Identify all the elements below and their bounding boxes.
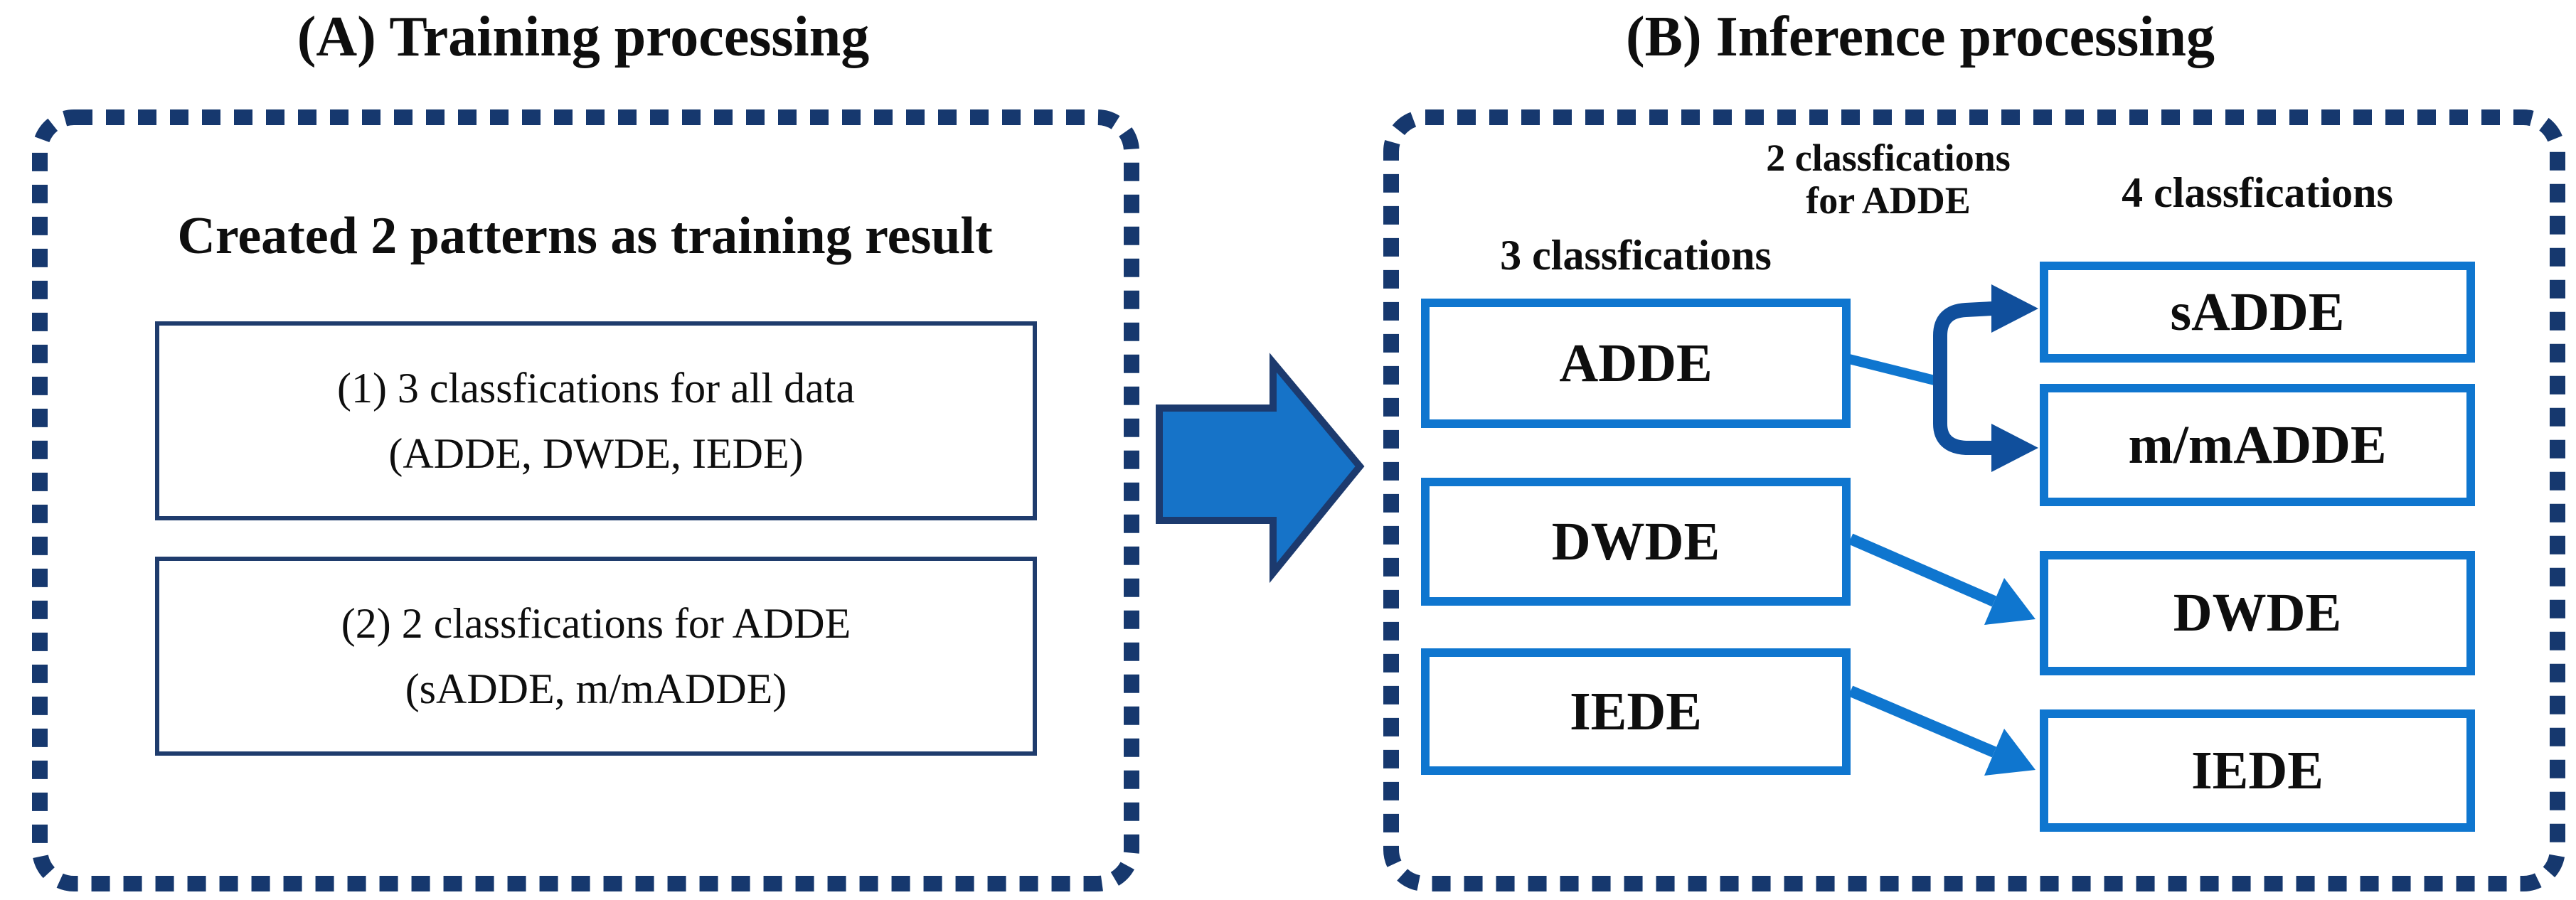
pattern-2-line-1: (2) 2 classfications for ADDE xyxy=(341,600,851,647)
target-box-dwde: DWDE xyxy=(2040,551,2475,675)
source-box-iede: IEDE xyxy=(1421,648,1851,775)
two-classifications-label: 2 classfications for ADDE xyxy=(1668,136,2109,223)
source-box-adde: ADDE xyxy=(1421,299,1851,428)
source-box-dwde-label: DWDE xyxy=(1551,511,1720,572)
target-box-dwde-label: DWDE xyxy=(2173,583,2342,643)
iede-arrowhead-icon xyxy=(1984,729,2035,776)
inference-panel-title: (B) Inference processing xyxy=(1625,6,2215,68)
two-classifications-line-2: for ADDE xyxy=(1806,179,1971,223)
target-box-sadde-label: sADDE xyxy=(2170,282,2345,342)
adde-to-mmadde-arrowhead-icon xyxy=(1991,424,2038,472)
pattern-1-line-1: (1) 3 classfications for all data xyxy=(336,365,856,412)
training-panel-title: (A) Training processing xyxy=(297,6,870,68)
three-classifications-label: 3 classfications xyxy=(1500,232,1772,279)
right-block-arrow-icon xyxy=(1156,353,1365,584)
patterns-heading: Created 2 patterns as training result xyxy=(177,207,993,265)
pattern-box-2: (2) 2 classfications for ADDE (sADDE, m/… xyxy=(155,557,1037,756)
adde-to-mmadde-branch xyxy=(1933,375,1993,455)
adde-connector-line xyxy=(1848,354,1944,387)
pattern-1-line-2: (ADDE, DWDE, IEDE) xyxy=(388,430,804,477)
pattern-2-line-2: (sADDE, m/mADDE) xyxy=(405,665,787,712)
target-box-sadde: sADDE xyxy=(2040,262,2475,363)
dwde-arrow-line xyxy=(1848,533,1997,607)
target-box-mmadde-label: m/mADDE xyxy=(2128,414,2387,475)
inference-panel-dashed-border xyxy=(1383,109,2565,891)
target-box-iede-label: IEDE xyxy=(2191,740,2324,800)
dwde-arrowhead-icon xyxy=(1984,578,2035,625)
target-box-iede: IEDE xyxy=(2040,709,2475,832)
adde-to-sadde-arrowhead-icon xyxy=(1991,284,2038,333)
iede-arrow-line xyxy=(1848,685,1997,758)
target-box-mmadde: m/mADDE xyxy=(2040,384,2475,506)
training-panel-dashed-border xyxy=(32,109,1139,891)
source-box-dwde: DWDE xyxy=(1421,478,1851,606)
pattern-box-1: (1) 3 classfications for all data (ADDE,… xyxy=(155,321,1037,520)
adde-to-sadde-branch xyxy=(1933,301,1994,390)
two-classifications-line-1: 2 classfications xyxy=(1766,136,2011,179)
four-classifications-label: 4 classfications xyxy=(2122,169,2393,216)
source-box-iede-label: IEDE xyxy=(1570,681,1702,741)
source-box-adde-label: ADDE xyxy=(1559,333,1713,393)
